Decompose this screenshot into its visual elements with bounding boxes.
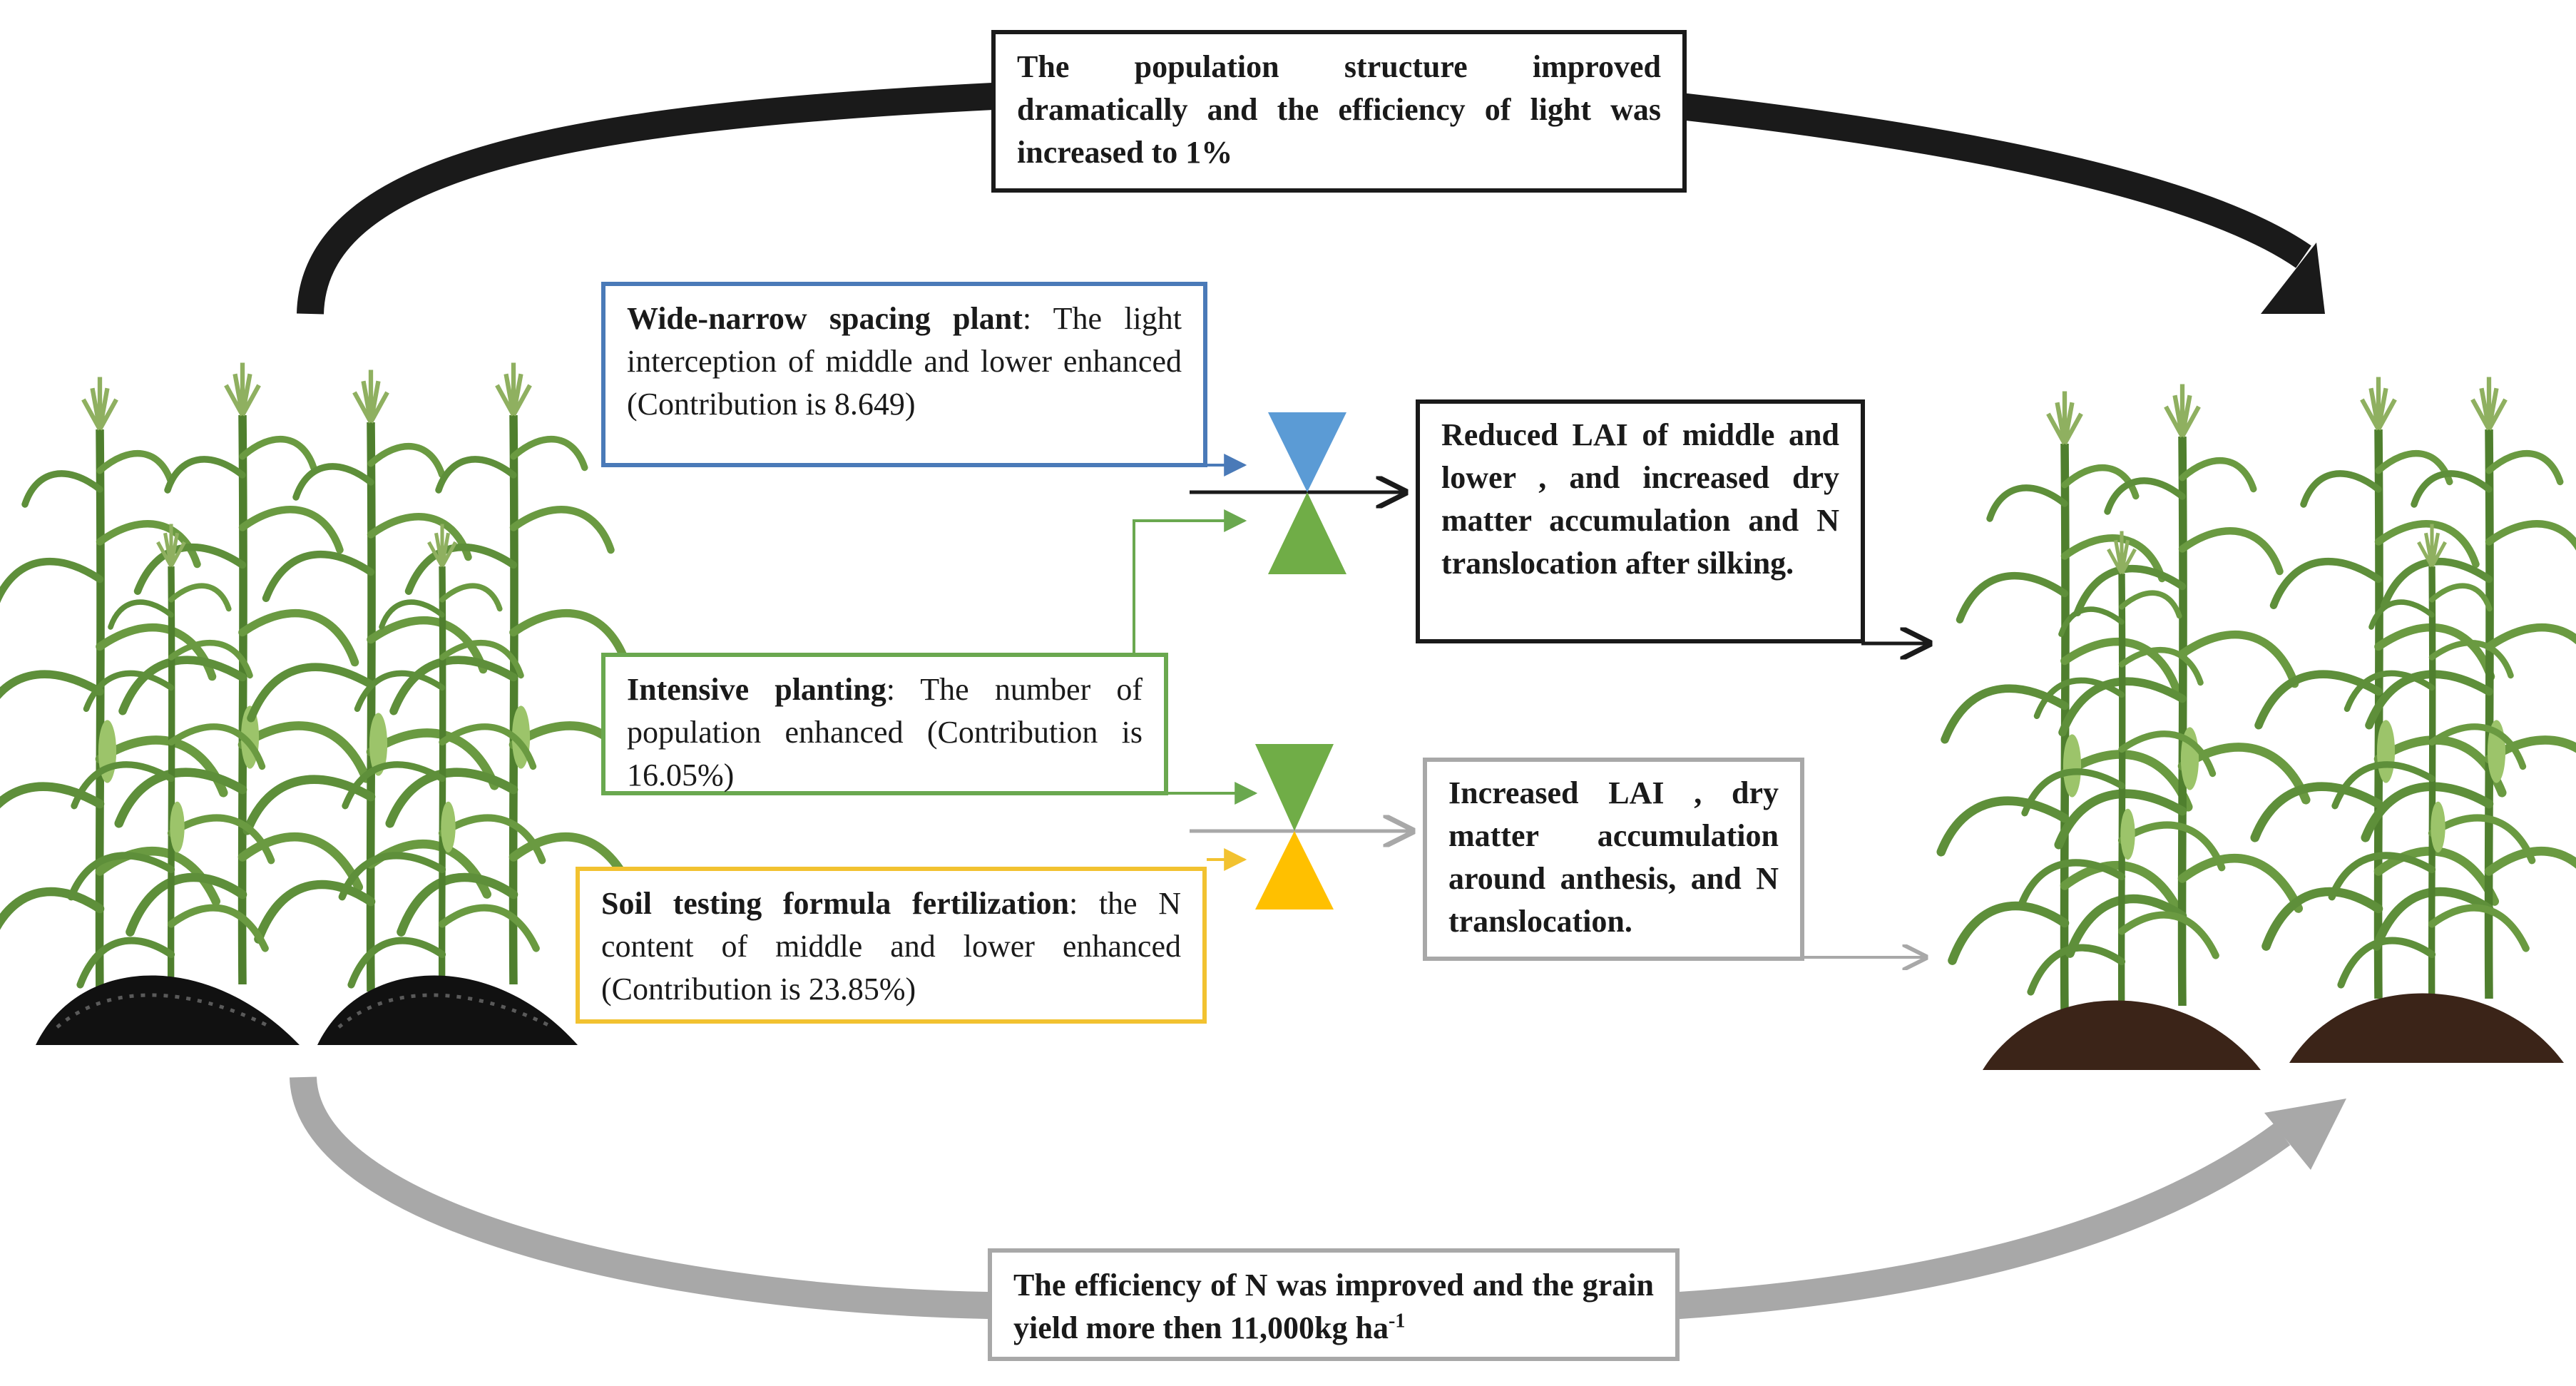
hourglass-icon — [1268, 412, 1346, 574]
bottom-curved-arrow — [290, 1076, 2291, 1319]
reduced-lai-box: Reduced LAI of middle and lower , and in… — [1416, 399, 1865, 643]
n-efficiency-box: The efficiency of N was improved and the… — [988, 1248, 1680, 1361]
intensive-planting-box: Intensive planting: The number of popula… — [601, 653, 1168, 795]
wide-narrow-spacing-text: : The light interception of middle and l… — [627, 301, 1182, 422]
green-arrow-up — [1133, 509, 1247, 653]
unit-superscript: -1 — [1389, 1310, 1406, 1333]
soil-testing-title: Soil testing formula fertilization — [601, 886, 1069, 921]
bottom-arrowhead — [2264, 1099, 2346, 1170]
hourglass-icon — [1255, 744, 1334, 909]
wide-narrow-spacing-title: Wide-narrow spacing plant — [627, 301, 1023, 336]
top-arrowhead — [2261, 243, 2325, 314]
increased-lai-text: Increased LAI , dry matter accumulation … — [1448, 775, 1779, 939]
soil-testing-text: : the N content of middle and lower enha… — [601, 886, 1181, 1007]
wide-narrow-spacing-box: Wide-narrow spacing plant: The light int… — [601, 282, 1207, 467]
light-efficiency-text: The population structure improved dramat… — [1017, 49, 1661, 170]
light-efficiency-box: The population structure improved dramat… — [991, 30, 1687, 193]
corn-plant-icon — [1941, 377, 2576, 1034]
top-curved-arrow — [297, 82, 2311, 315]
soil-heap-icon — [1983, 993, 2564, 1070]
n-efficiency-text: The efficiency of N was improved and the… — [1013, 1268, 1654, 1345]
soil-testing-box: Soil testing formula fertilization: the … — [576, 867, 1207, 1024]
reduced-lai-text: Reduced LAI of middle and lower , and in… — [1441, 417, 1839, 581]
corn-plant-icon — [0, 363, 637, 1028]
soil-heap-icon — [36, 975, 578, 1045]
intensive-planting-text: : The number of population enhanced (Con… — [627, 672, 1143, 793]
increased-lai-box: Increased LAI , dry matter accumulation … — [1423, 758, 1804, 961]
intensive-planting-title: Intensive planting — [627, 672, 886, 707]
